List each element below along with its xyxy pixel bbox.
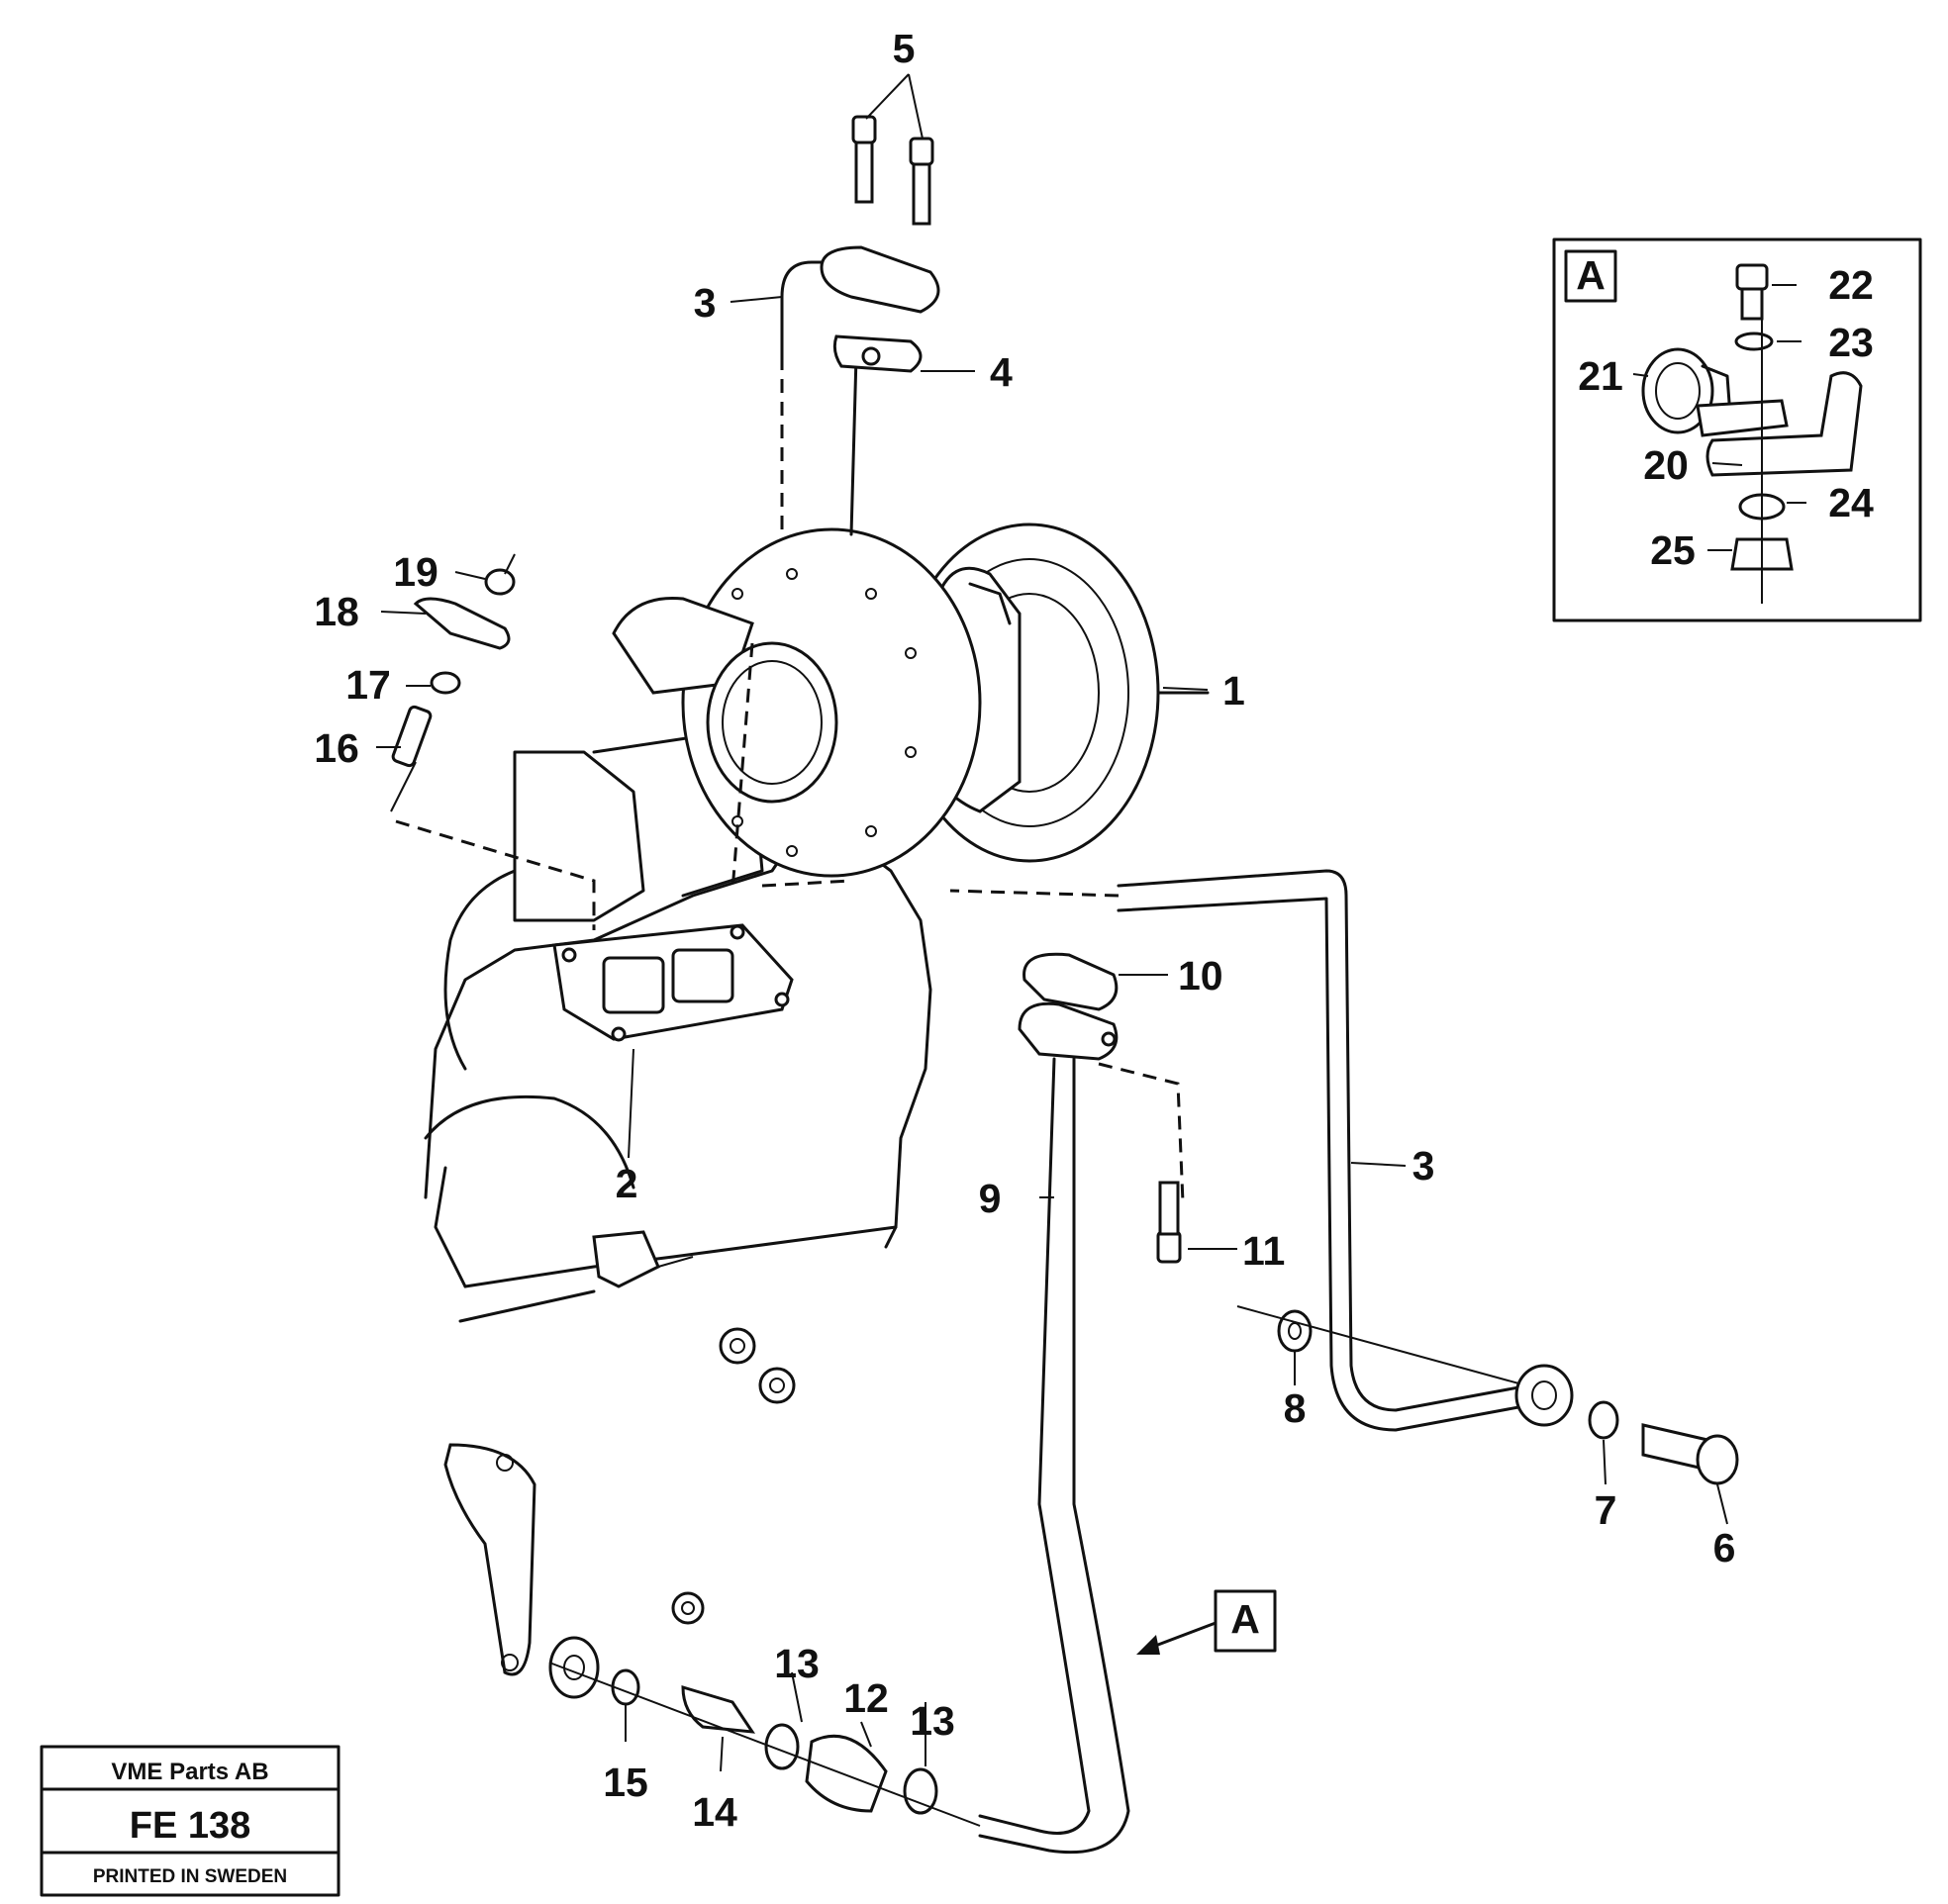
callout-10: 10 — [1178, 953, 1223, 999]
callout-2: 2 — [616, 1161, 638, 1206]
stamp-printed: PRINTED IN SWEDEN — [93, 1866, 287, 1887]
callout-1: 1 — [1222, 668, 1245, 714]
turbocharger — [612, 523, 1210, 878]
callout-5: 5 — [893, 26, 916, 71]
callout-9: 9 — [979, 1176, 1002, 1221]
callout-18: 18 — [314, 589, 359, 634]
callout-19: 19 — [393, 549, 438, 595]
callout-20: 20 — [1643, 442, 1689, 488]
document-stamp: VME Parts AB FE 138 PRINTED IN SWEDEN — [40, 1745, 341, 1897]
callout-25: 25 — [1650, 527, 1696, 573]
callout-13-right: 13 — [910, 1698, 955, 1744]
detail-reference-marker: A — [1230, 1596, 1260, 1642]
detail-view-a: A — [1552, 238, 1922, 622]
callout-24: 24 — [1828, 480, 1874, 525]
callout-13-left: 13 — [774, 1641, 820, 1686]
callout-12: 12 — [843, 1675, 889, 1721]
callout-11: 11 — [1242, 1228, 1285, 1274]
callout-17: 17 — [345, 662, 391, 708]
detail-reference: A — [1136, 1589, 1277, 1655]
callout-8: 8 — [1284, 1385, 1307, 1431]
callout-23: 23 — [1828, 320, 1874, 365]
small-parts — [390, 115, 1739, 1827]
engine-block — [424, 735, 932, 1625]
oil-pipes — [395, 245, 1531, 1855]
callout-14: 14 — [692, 1789, 737, 1835]
callout-15: 15 — [603, 1760, 648, 1805]
callout-21: 21 — [1578, 353, 1623, 399]
callout-22: 22 — [1828, 262, 1874, 308]
leader-lines — [376, 73, 1806, 1772]
callout-16: 16 — [314, 725, 359, 771]
callout-3-top: 3 — [694, 280, 717, 326]
callout-3-right: 3 — [1412, 1143, 1435, 1189]
callout-numbers: 1 2 3 3 4 5 6 7 8 9 10 11 12 13 13 14 15… — [314, 26, 1874, 1835]
stamp-code: FE 138 — [130, 1805, 251, 1847]
callout-6: 6 — [1713, 1525, 1736, 1571]
callout-4: 4 — [990, 349, 1013, 395]
callout-7: 7 — [1595, 1487, 1617, 1533]
stamp-company: VME Parts AB — [111, 1759, 268, 1785]
detail-view-marker: A — [1576, 252, 1606, 298]
